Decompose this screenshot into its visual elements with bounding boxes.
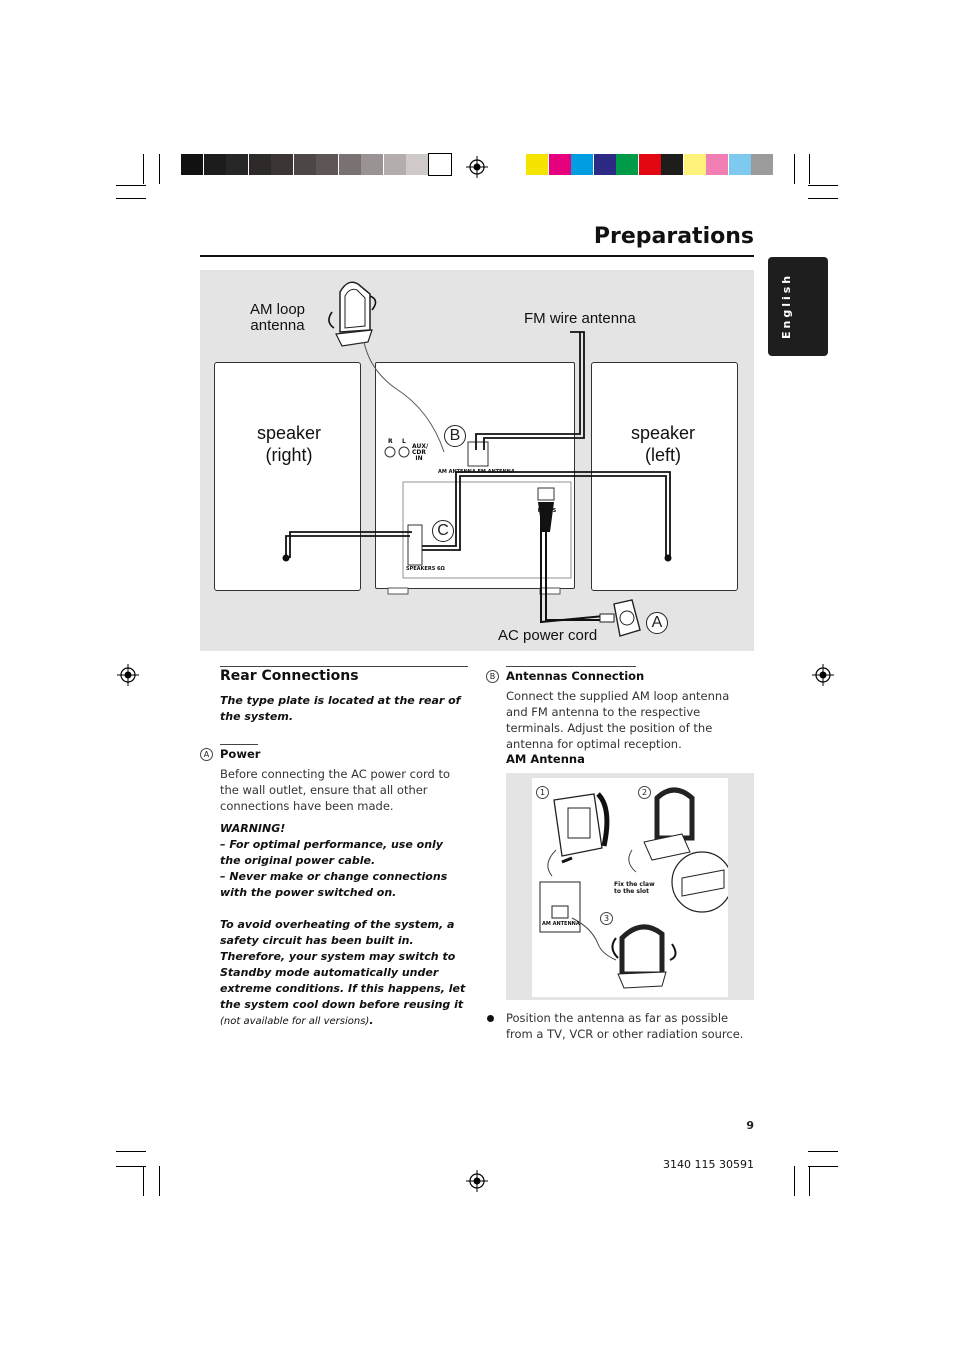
antennas-body: Connect the supplied AM loop antenna and… xyxy=(506,689,730,751)
page-number: 9 xyxy=(746,1119,754,1132)
color-swatch xyxy=(406,154,428,175)
claw-note-line2: to the slot xyxy=(614,888,649,895)
warning-item-2: – Never make or change connections with … xyxy=(220,870,448,899)
panel-l-label: L xyxy=(402,438,406,445)
power-heading: Power xyxy=(220,747,261,761)
antennas-rule xyxy=(506,666,636,667)
panel-speakers-label: SPEAKERS 6Ω xyxy=(406,566,445,572)
document-code: 3140 115 30591 xyxy=(663,1158,754,1171)
registration-mark-icon xyxy=(812,664,834,686)
color-swatch xyxy=(316,154,338,175)
overheat-end: . xyxy=(369,1014,374,1027)
rear-connections-rule xyxy=(220,666,468,667)
color-swatch xyxy=(706,154,728,175)
warning-item-1: – For optimal performance, use only the … xyxy=(220,838,443,867)
overheat-note: (not available for all versions) xyxy=(220,1016,370,1027)
am-step-1: 1 xyxy=(536,786,549,799)
position-antenna-tip: Position the antenna as far as possible … xyxy=(506,1011,744,1041)
page-title: Preparations xyxy=(593,224,754,249)
speaker-left-label: speaker (left) xyxy=(604,422,722,466)
color-swatch xyxy=(293,154,316,175)
power-body: Before connecting the AC power cord to t… xyxy=(220,767,450,813)
am-terminal-label: AM ANTENNA xyxy=(542,921,580,927)
am-loop-label-line2: antenna xyxy=(250,317,305,334)
color-swatch xyxy=(338,154,361,175)
claw-note: Fix the claw to the slot xyxy=(614,881,655,895)
color-swatch xyxy=(226,154,248,175)
am-loop-label: AM loop antenna xyxy=(250,302,305,334)
speaker-left-line2: (left) xyxy=(645,445,681,465)
fm-antenna-label: FM wire antenna xyxy=(524,310,636,327)
color-swatch xyxy=(751,154,773,175)
speaker-right-label: speaker (right) xyxy=(230,422,348,466)
speaker-right-line1: speaker xyxy=(256,423,322,443)
wiring-illustration xyxy=(282,281,672,637)
registration-mark-icon xyxy=(466,1170,488,1192)
panel-aux-label: AUX/ CDR IN xyxy=(412,443,429,462)
color-swatch xyxy=(638,154,661,175)
marker-c: C xyxy=(432,520,454,542)
marker-b: B xyxy=(444,425,466,447)
marker-a: A xyxy=(646,612,668,634)
color-swatch xyxy=(616,154,638,175)
overheat-paragraph: To avoid overheating of the system, a sa… xyxy=(220,917,468,1030)
panel-ac-label: AC MAINS xyxy=(537,502,557,514)
color-swatch xyxy=(683,154,706,175)
color-swatch xyxy=(661,154,683,175)
antennas-marker: B xyxy=(486,670,499,683)
color-swatch xyxy=(203,154,226,175)
am-step-2: 2 xyxy=(638,786,651,799)
color-swatch xyxy=(248,154,271,175)
rear-connections-heading: Rear Connections xyxy=(220,668,359,684)
power-marker: A xyxy=(200,748,213,761)
color-swatch xyxy=(526,154,548,175)
color-swatch xyxy=(383,154,406,175)
am-step-3: 3 xyxy=(600,912,613,925)
registration-mark-icon xyxy=(466,156,488,178)
am-antenna-steps-drawing xyxy=(539,787,728,989)
am-loop-label-line1: AM loop xyxy=(250,301,306,318)
am-antenna-heading: AM Antenna xyxy=(506,752,585,766)
speaker-left-line1: speaker xyxy=(630,423,696,443)
color-swatch xyxy=(271,154,293,175)
language-tab: English xyxy=(768,257,828,356)
color-swatch xyxy=(593,154,616,175)
panel-r-label: R xyxy=(388,438,393,445)
overheat-text: To avoid overheating of the system, a sa… xyxy=(220,918,466,1011)
title-rule xyxy=(200,255,754,257)
color-swatch xyxy=(728,154,751,175)
color-swatch xyxy=(361,154,383,175)
antennas-heading: Antennas Connection xyxy=(506,669,645,683)
am-antenna-panel: 1 2 3 Fix the claw to the slot AM ANTENN… xyxy=(532,778,728,997)
color-swatch xyxy=(548,154,571,175)
color-swatch xyxy=(571,154,593,175)
registration-mark-icon xyxy=(117,664,139,686)
bullet-dot xyxy=(487,1015,494,1022)
color-swatch xyxy=(427,153,452,176)
ac-power-cord-label: AC power cord xyxy=(498,627,598,644)
panel-antenna-label: AM ANTENNA FM ANTENNA xyxy=(438,469,515,475)
rear-connections-diagram: AM loop antenna FM wire antenna speaker … xyxy=(200,270,754,651)
warning-title: WARNING! xyxy=(220,822,286,835)
language-tab-label: English xyxy=(780,272,793,339)
type-plate-note: The type plate is located at the rear of… xyxy=(220,694,461,723)
am-antenna-illustration: 1 2 3 Fix the claw to the slot AM ANTENN… xyxy=(506,773,754,1000)
color-swatch xyxy=(181,154,203,175)
speaker-right-line2: (right) xyxy=(265,445,313,465)
power-rule xyxy=(220,744,258,745)
speaker-right-box xyxy=(214,362,361,591)
claw-note-line1: Fix the claw xyxy=(614,881,655,888)
